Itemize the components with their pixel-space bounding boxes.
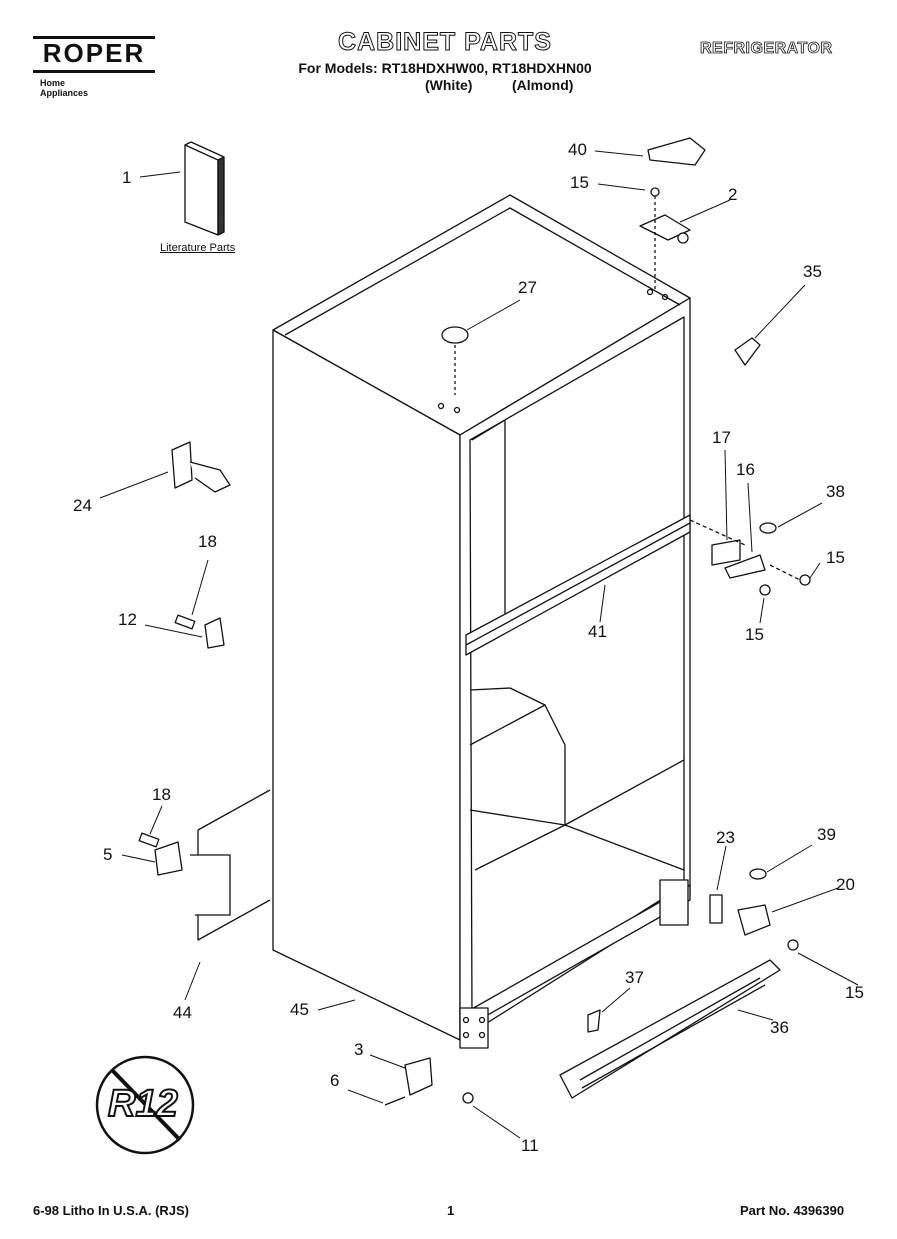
callout-15: 15	[845, 983, 864, 1002]
logo-top-rule	[33, 36, 155, 39]
callout-15: 15	[826, 548, 845, 567]
callout-41: 41	[588, 622, 607, 641]
bracket-5-icon	[154, 841, 183, 876]
callout-44: 44	[173, 1003, 192, 1022]
callout-39: 39	[817, 825, 836, 844]
callout-5: 5	[103, 845, 113, 864]
callout-24: 24	[73, 496, 92, 515]
callout-27: 27	[518, 278, 537, 297]
center-hinge-17-icon	[711, 539, 741, 566]
variant-white: (White)	[425, 77, 473, 93]
leveling-bracket-3-icon	[404, 1057, 433, 1096]
variant-almond: (Almond)	[512, 77, 574, 93]
callout-2: 2	[728, 185, 738, 204]
bottom-hinge-20-icon	[737, 904, 771, 936]
footer-litho: 6-98 Litho In U.S.A. (RJS)	[33, 1203, 190, 1218]
literature-parts-label: Literature Parts	[160, 242, 236, 254]
callout-16: 16	[736, 460, 755, 479]
callout-36: 36	[770, 1018, 789, 1037]
washer-39-icon	[749, 868, 767, 880]
callout-35: 35	[803, 262, 822, 281]
callout-15: 15	[745, 625, 764, 644]
callout-20: 20	[836, 875, 855, 894]
page-title: CABINET PARTS	[338, 28, 552, 57]
callout-15: 15	[570, 173, 589, 192]
bracket-12-icon	[204, 617, 225, 649]
refrigerator-cabinet	[272, 194, 691, 1049]
callout-17: 17	[712, 428, 731, 447]
callout-40: 40	[568, 140, 587, 159]
door-stop-icon	[171, 441, 193, 489]
callout-6: 6	[330, 1071, 340, 1090]
center-hinge-16-icon	[724, 554, 766, 579]
top-plug-icon	[441, 326, 469, 344]
callout-38: 38	[826, 482, 845, 501]
footer-page-number: 1	[447, 1203, 455, 1218]
callout-18: 18	[198, 532, 217, 551]
callout-1: 1	[122, 168, 132, 187]
appliance-type: REFRIGERATOR	[700, 40, 833, 58]
footer-part-number: Part No. 4396390	[740, 1203, 845, 1218]
brand-subtitle: Home Appliances	[40, 78, 89, 98]
callout-12: 12	[118, 610, 137, 629]
shim-23-icon	[709, 894, 723, 924]
callout-23: 23	[716, 828, 735, 847]
clip-37-icon	[587, 1009, 601, 1033]
no-r12-badge-icon	[95, 1055, 195, 1155]
handle-bracket-44-icon	[190, 854, 231, 916]
brand-name: ROPER	[42, 38, 146, 68]
callout-3: 3	[354, 1040, 364, 1059]
hinge-cover-icon	[647, 137, 706, 166]
callout-11: 11	[521, 1136, 539, 1155]
r12-badge-text: R12	[107, 1082, 179, 1126]
literature-booklet-icon	[184, 141, 225, 236]
logo-bottom-rule	[33, 70, 155, 73]
top-hinge-icon	[639, 214, 691, 241]
hinge-pin-cover-icon	[734, 337, 761, 366]
callout-18: 18	[152, 785, 171, 804]
washer-38-icon	[759, 522, 777, 534]
callout-37: 37	[625, 968, 644, 987]
callout-45: 45	[290, 1000, 309, 1019]
models-line: For Models: RT18HDXHW00, RT18HDXHN00	[298, 60, 592, 76]
